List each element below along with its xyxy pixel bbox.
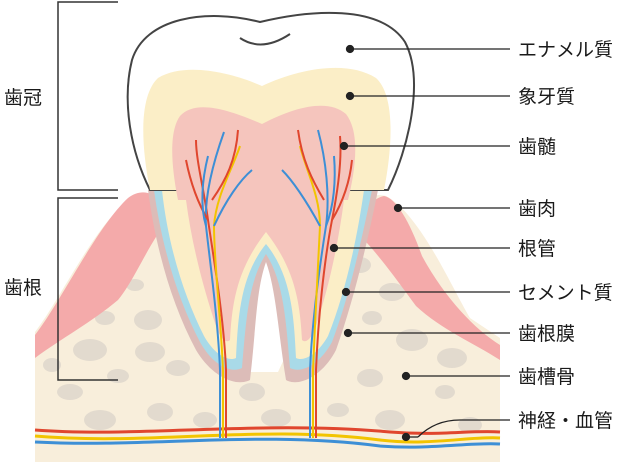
leader-lines — [329, 44, 510, 442]
gum-region — [35, 192, 500, 360]
gum-right — [356, 196, 500, 360]
left-nerve — [212, 145, 241, 438]
label-periodontal-ligament: 歯根膜 — [518, 323, 575, 345]
right-vein — [309, 129, 329, 438]
label-nerve-vessel: 神経・血管 — [518, 410, 613, 432]
right-branch-4 — [297, 129, 325, 201]
left-branch-1 — [185, 159, 209, 221]
crown-group-label: 歯冠 — [4, 87, 42, 109]
gum-left — [35, 192, 170, 358]
left-branch-4 — [211, 129, 239, 201]
right-branch-1 — [331, 159, 353, 221]
right-branch-3 — [325, 155, 336, 227]
label-root-canal: 根管 — [518, 238, 556, 260]
label-enamel: エナメル質 — [518, 39, 613, 61]
label-alveolar-bone: 歯槽骨 — [518, 366, 575, 388]
label-pulp: 歯髄 — [518, 136, 556, 158]
left-artery — [195, 139, 227, 438]
label-dentin: 象牙質 — [518, 86, 575, 108]
vessel-base-blue — [34, 437, 501, 449]
nerve-vessel-lines — [34, 129, 501, 449]
root-bracket — [57, 197, 118, 381]
root-canal-shape — [186, 200, 344, 342]
label-cementum: セメント質 — [518, 282, 613, 304]
left-vein — [204, 131, 225, 438]
bone-spots — [43, 242, 482, 433]
left-branch-3 — [201, 155, 209, 227]
root-group-label: 歯根 — [4, 277, 42, 299]
part-labels: エナメル質 象牙質 歯髄 歯肉 根管 セメント質 歯根膜 歯槽骨 神経・血管 — [518, 39, 613, 432]
right-branch-2 — [281, 169, 321, 227]
right-nerve — [299, 145, 322, 438]
crown-bracket — [57, 1, 118, 191]
crown-region — [126, 11, 415, 200]
left-branch-2 — [213, 169, 253, 227]
crease — [239, 33, 291, 46]
label-gum: 歯肉 — [518, 198, 556, 220]
vessel-base-red — [34, 426, 501, 435]
right-artery — [315, 135, 342, 438]
vessel-base-yellow — [34, 432, 501, 444]
